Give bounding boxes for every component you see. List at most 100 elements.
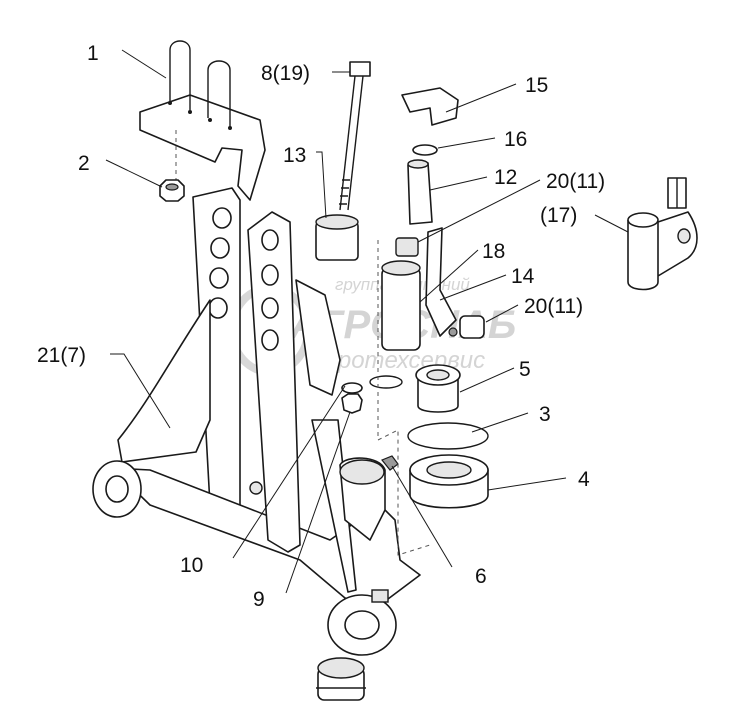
pin-top <box>407 159 429 169</box>
bracket-assembly <box>139 40 266 201</box>
plate-hole <box>209 267 229 289</box>
callout-4: 4 <box>578 468 590 491</box>
front-side-plate <box>247 211 301 553</box>
right-eye-hole <box>344 610 380 640</box>
pin-body <box>407 162 433 225</box>
leader-10 <box>232 385 346 559</box>
callout-12: 12 <box>494 166 517 189</box>
leader-20b <box>485 304 519 323</box>
sleeve-body <box>381 267 421 351</box>
u-bolt <box>169 40 191 110</box>
leader-16 <box>437 137 496 149</box>
plate-hole <box>261 329 279 351</box>
plate-hole <box>261 264 279 286</box>
callout-15: 15 <box>525 74 548 97</box>
leader-4 <box>487 477 567 491</box>
plate-hole <box>261 297 279 319</box>
bolt-head <box>349 61 371 77</box>
bushing-body <box>417 377 459 413</box>
bracket-hole <box>677 228 691 244</box>
leader-3 <box>471 412 529 433</box>
callout-13: 13 <box>283 144 306 167</box>
main-frame <box>92 187 421 656</box>
spacer-top <box>315 214 359 230</box>
lever <box>425 227 457 337</box>
callout-9: 9 <box>253 588 265 611</box>
small-bushing <box>395 237 419 257</box>
cap <box>448 315 485 339</box>
callout-14: 14 <box>511 265 535 288</box>
leader-6 <box>391 465 453 568</box>
bearing <box>409 454 489 509</box>
bracket-hole <box>188 110 192 114</box>
left-eye-hole <box>105 475 129 503</box>
o-ring <box>412 144 438 156</box>
pin <box>407 159 433 225</box>
callout-1: 1 <box>87 42 99 65</box>
leader-1 <box>121 49 167 79</box>
leader-14 <box>439 274 507 301</box>
leader-12 <box>429 176 488 191</box>
callout-20a: 20(11) <box>546 170 605 193</box>
gusset-plate <box>117 299 211 463</box>
housing-bore <box>339 459 385 485</box>
nut-bore <box>165 183 179 191</box>
leader-13 <box>316 151 327 219</box>
bolt-shaft <box>339 75 356 211</box>
cap-body <box>459 315 485 339</box>
tie-rod <box>311 419 357 593</box>
bushing-top <box>317 657 365 679</box>
bushing-bore <box>426 369 450 381</box>
leader-2 <box>105 159 163 188</box>
spring-clip <box>401 87 459 126</box>
washer <box>341 382 363 394</box>
nut <box>159 179 185 202</box>
leader-18 <box>419 249 479 303</box>
callout-21: 21(7) <box>37 344 86 367</box>
plate-hole <box>210 237 230 259</box>
bolt-thread <box>339 179 350 205</box>
flanged-bushing <box>415 364 461 413</box>
callout-2: 2 <box>78 152 90 175</box>
leader-lines <box>105 49 629 594</box>
small-nut <box>341 393 363 414</box>
callout-labels: 1 2 8(19) 13 15 16 12 20(11) (17) 18 14 … <box>37 42 605 611</box>
circlip <box>407 422 489 450</box>
leader-15 <box>445 83 517 113</box>
callout-5: 5 <box>519 358 531 381</box>
long-bolt <box>339 61 371 211</box>
plate-hole <box>208 297 228 319</box>
top-bracket <box>139 94 266 201</box>
sleeve-top <box>381 260 421 276</box>
plate-hole <box>212 207 232 229</box>
leader-20a <box>417 179 541 243</box>
callout-17: (17) <box>540 204 577 227</box>
grease-fitting <box>448 327 458 337</box>
plate-hole <box>249 481 263 495</box>
bolt-shaft <box>347 75 364 211</box>
bearing-bore <box>426 461 472 479</box>
bracket-top <box>627 212 659 228</box>
bracket-hole <box>208 118 212 122</box>
spacer <box>315 214 359 261</box>
callout-3: 3 <box>539 403 551 426</box>
callout-10: 10 <box>180 554 203 577</box>
eye-block <box>371 589 389 603</box>
bracket <box>295 279 341 396</box>
sleeve <box>381 260 421 351</box>
callout-18: 18 <box>482 240 505 263</box>
callout-6: 6 <box>475 565 487 588</box>
side-pin-bracket <box>627 177 698 291</box>
u-bolt <box>207 60 231 128</box>
leader-21 <box>110 353 171 429</box>
plate-hole <box>261 229 279 251</box>
callout-20b: 20(11) <box>524 295 583 318</box>
callout-8: 8(19) <box>261 62 310 85</box>
lower-ring <box>369 375 403 389</box>
callout-16: 16 <box>504 128 527 151</box>
leader-9 <box>285 411 351 594</box>
bottom-bushing <box>316 657 366 701</box>
leader-5 <box>459 367 515 393</box>
